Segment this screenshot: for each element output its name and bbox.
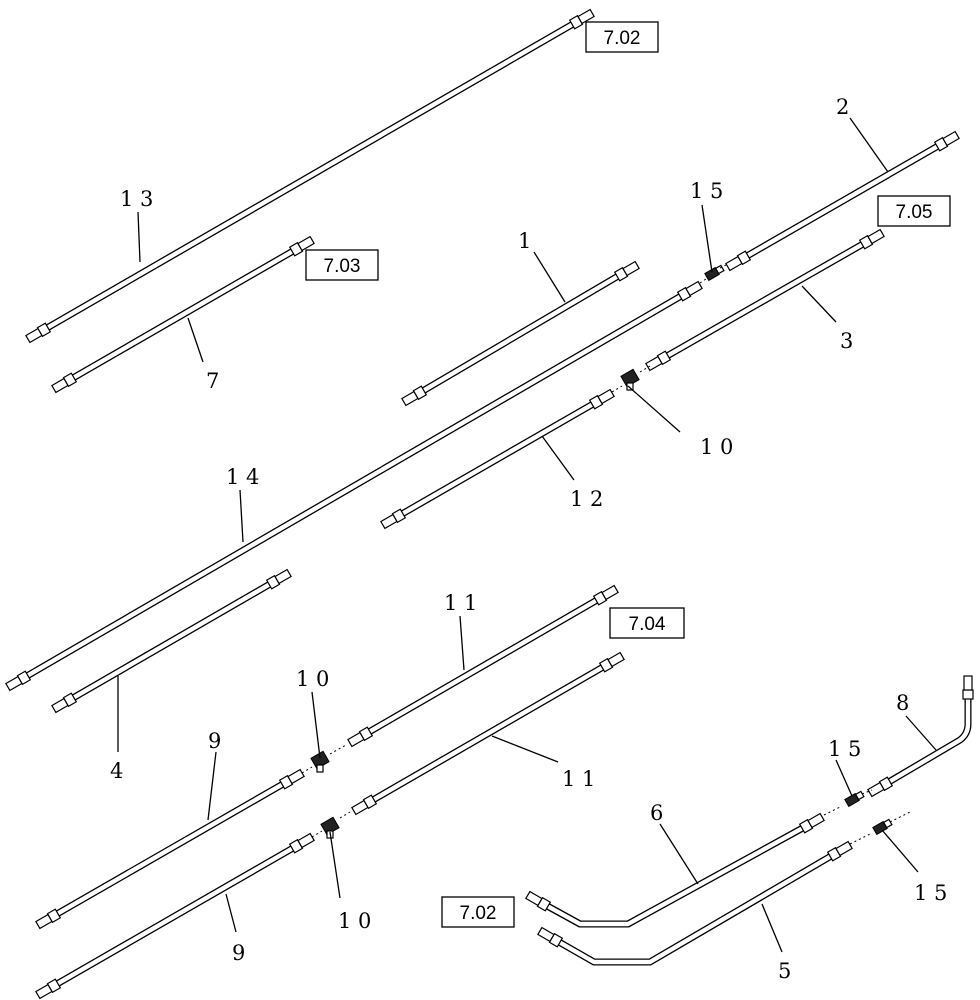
callout-6: 6: [650, 801, 663, 825]
callout-10-mid: 1 0: [296, 667, 329, 691]
leader-lines: [117, 117, 937, 953]
tee-10-mid: [310, 750, 330, 773]
tube-11-lower: [351, 651, 625, 816]
reference-box-7-03[interactable]: 7.03: [305, 249, 379, 281]
callout-1: 1: [518, 229, 531, 253]
reference-box-7-02-top[interactable]: 7.02: [585, 21, 659, 53]
tube-3: [645, 228, 885, 372]
callout-14: 1 4: [226, 465, 259, 489]
assembly-dashes: [301, 263, 911, 845]
tube-13: [25, 8, 595, 344]
callout-2: 2: [836, 95, 849, 119]
adapter-15-bot: [872, 818, 893, 836]
tube-2: [725, 130, 960, 272]
callout-numbers: 1 3 7 2 1 5 1 3 1 0 1 2 1 4 4 1 1 1 1 1 …: [110, 95, 947, 983]
tube-12: [380, 388, 615, 530]
reference-box-7-04[interactable]: 7.04: [609, 607, 685, 639]
tube-4: [51, 568, 292, 714]
callout-10-top: 1 0: [700, 435, 733, 459]
tube-9-lower: [35, 832, 315, 1000]
callout-11-lower: 1 1: [562, 767, 595, 791]
callout-9-upper: 9: [208, 729, 221, 753]
callout-12: 1 2: [570, 487, 603, 511]
callout-15-top: 1 5: [690, 179, 723, 203]
reference-box-7-05[interactable]: 7.05: [877, 195, 951, 227]
callout-10-bottom: 1 0: [338, 909, 371, 933]
tube-7: [51, 235, 315, 394]
callout-3: 3: [840, 329, 853, 353]
callout-15-mid: 1 5: [828, 737, 861, 761]
tee-10-top: [620, 368, 640, 391]
tube-14: [5, 280, 703, 692]
callout-15-bottom: 1 5: [914, 881, 947, 905]
adapter-15-mid: [844, 790, 865, 808]
reference-label: 7.03: [324, 256, 361, 277]
callout-5: 5: [778, 959, 791, 983]
tube-9-upper: [35, 768, 305, 930]
callout-13: 1 3: [120, 187, 153, 211]
tube-11-upper: [347, 584, 619, 748]
callout-4: 4: [110, 759, 123, 783]
reference-label: 7.02: [604, 28, 641, 49]
tube-1: [401, 260, 640, 407]
tube-6: [525, 812, 825, 928]
callout-7: 7: [206, 369, 219, 393]
callout-11-upper: 1 1: [444, 591, 477, 615]
reference-label: 7.02: [460, 903, 497, 924]
tube-8: [867, 675, 974, 798]
callout-9-lower: 9: [232, 941, 245, 965]
tube-5: [537, 840, 853, 966]
reference-label: 7.05: [896, 202, 933, 223]
callout-8: 8: [896, 691, 909, 715]
adapter-15-top: [704, 264, 725, 282]
reference-box-7-02-bottom[interactable]: 7.02: [441, 896, 515, 928]
reference-label: 7.04: [629, 614, 666, 635]
